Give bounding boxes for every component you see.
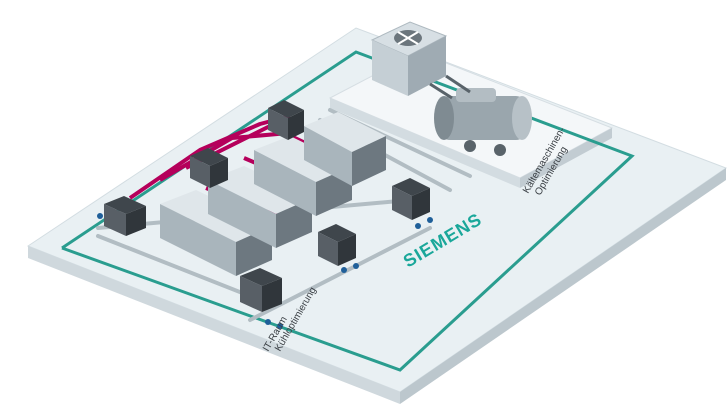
crac-unit-6 bbox=[392, 178, 430, 220]
crac-unit-5 bbox=[318, 224, 356, 266]
pump-markers bbox=[97, 213, 433, 329]
zone-boundary-line bbox=[61, 50, 635, 372]
server-rack-row-4 bbox=[304, 112, 386, 186]
chiller-machine bbox=[429, 74, 532, 156]
crac-unit-3 bbox=[268, 100, 304, 140]
crac-unit-4 bbox=[240, 268, 282, 312]
cooling-tower bbox=[370, 21, 448, 96]
crac-unit-1 bbox=[104, 196, 146, 236]
server-rack-row-2 bbox=[208, 166, 312, 248]
crac-unit-2 bbox=[190, 148, 228, 188]
